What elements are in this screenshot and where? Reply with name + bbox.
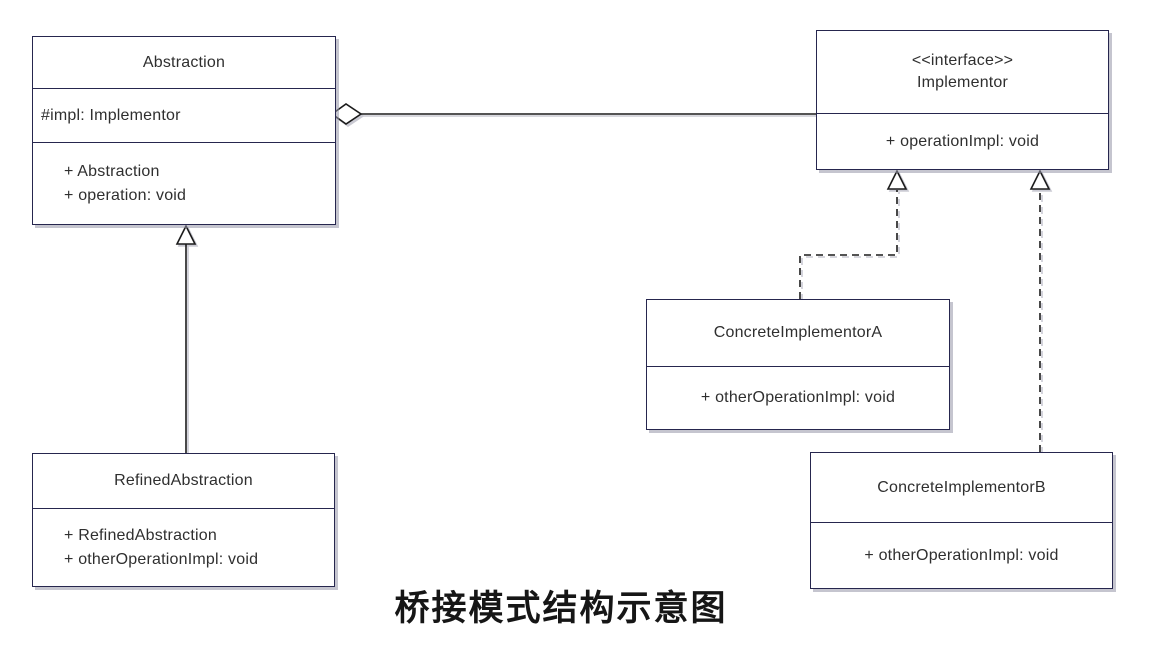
class-refined-abstraction: RefinedAbstraction + RefinedAbstraction … (32, 453, 335, 587)
class-refined-abstraction-method: + otherOperationImpl: void (64, 550, 259, 568)
class-abstraction-name: Abstraction (142, 53, 226, 71)
generalization-triangle-icon (175, 224, 197, 245)
class-implementor-name: Implementor (916, 74, 1009, 91)
class-abstraction: Abstraction #impl: Implementor + Abstrac… (32, 36, 336, 225)
class-implementor: <<interface>> Implementor + operationImp… (816, 30, 1109, 170)
realization-line-a (799, 190, 898, 299)
class-abstraction-attribute: #impl: Implementor (41, 106, 181, 124)
class-refined-abstraction-name: RefinedAbstraction (114, 472, 253, 489)
realization-triangle-a-icon (886, 169, 908, 190)
class-concrete-implementor-b-method: + otherOperationImpl: void (864, 546, 1059, 564)
class-abstraction-method: + operation: void (64, 186, 187, 204)
class-concrete-implementor-b-name: ConcreteImplementorB (877, 478, 1046, 496)
diagram-caption: 桥接模式结构示意图 (394, 589, 728, 628)
class-implementor-method: + operationImpl: void (885, 132, 1040, 150)
class-concrete-implementor-b: ConcreteImplementorB + otherOperationImp… (810, 452, 1113, 589)
class-concrete-implementor-a: ConcreteImplementorA + otherOperationImp… (646, 299, 950, 430)
class-abstraction-method: + Abstraction (64, 162, 160, 180)
class-refined-abstraction-method: + RefinedAbstraction (64, 526, 217, 544)
class-concrete-implementor-a-method: + otherOperationImpl: void (700, 389, 896, 406)
aggregation-diamond-icon (330, 103, 363, 125)
realization-triangle-b-icon (1029, 169, 1051, 190)
class-concrete-implementor-a-name: ConcreteImplementorA (713, 324, 883, 341)
class-implementor-stereotype: <<interface>> (911, 52, 1014, 69)
